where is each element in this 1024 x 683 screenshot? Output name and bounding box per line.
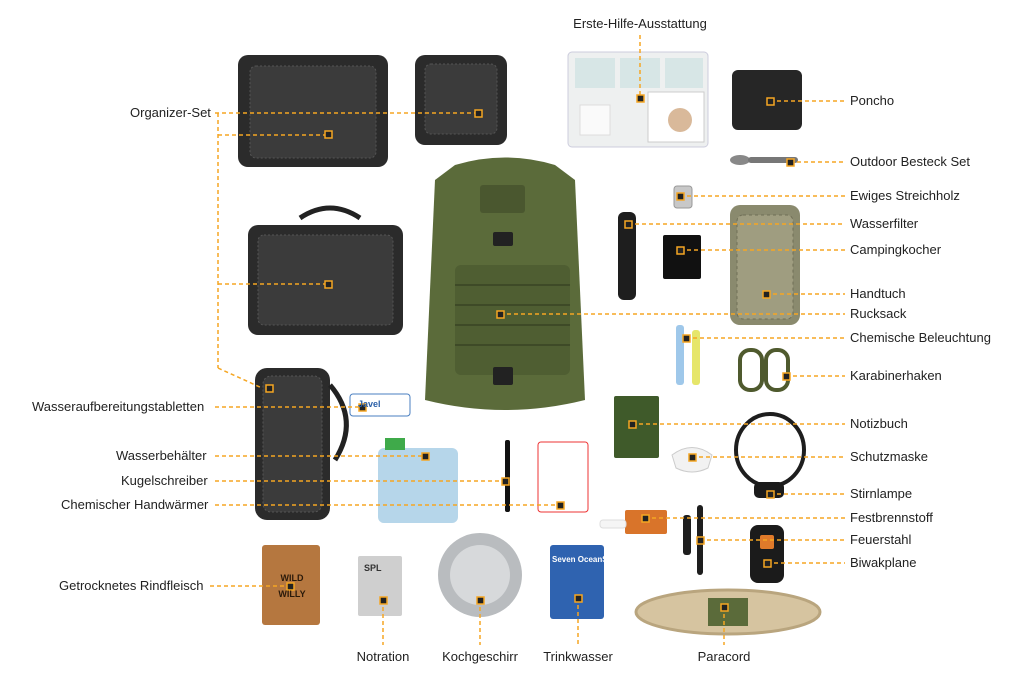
label-karabiner: Karabinerhaken xyxy=(850,368,942,383)
hand-warmer-icon xyxy=(537,441,589,513)
label-kugelschreiber: Kugelschreiber xyxy=(121,473,208,488)
label-organizer: Organizer-Set xyxy=(130,105,211,120)
label-poncho: Poncho xyxy=(850,93,895,108)
water-filter-icon xyxy=(618,212,636,300)
paracord-icon xyxy=(634,588,822,636)
label-trinkwasser: Trinkwasser xyxy=(543,649,613,664)
label-handtuch: Handtuch xyxy=(850,286,906,301)
organizer-pouch-small-icon xyxy=(415,55,507,145)
label-wasseraufbereitung: Wasseraufbereitungstabletten xyxy=(32,399,205,414)
organizer-pouch-large-icon xyxy=(238,55,388,167)
cutlery-icon xyxy=(730,155,798,165)
ration-pack-text: SPL xyxy=(364,563,382,573)
label-notizbuch: Notizbuch xyxy=(850,416,908,431)
organizer-pouch-bag-icon xyxy=(255,368,349,520)
water-pack-text: Seven OceanS xyxy=(552,555,608,564)
pen-icon xyxy=(505,440,510,512)
tarp-logo-icon xyxy=(760,535,774,549)
label-paracord: Paracord xyxy=(697,649,751,664)
label-streichholz: Ewiges Streichholz xyxy=(850,188,960,203)
label-wasserbehaelter: Wasserbehälter xyxy=(116,448,207,463)
lightstick-blue-icon xyxy=(676,325,684,385)
label-campingkocher: Campingkocher xyxy=(850,242,942,257)
label-handwaermer: Chemischer Handwärmer xyxy=(61,497,209,512)
label-feuerstahl: Feuerstahl xyxy=(850,532,912,547)
backpack-icon xyxy=(425,157,585,410)
camping-stove-icon xyxy=(663,235,701,279)
jerky-pack-text: WILD WILLY xyxy=(278,573,306,599)
label-schutzmaske: Schutzmaske xyxy=(850,449,929,464)
label-besteck: Outdoor Besteck Set xyxy=(850,154,970,169)
label-wasserfilter: Wasserfilter xyxy=(850,216,919,231)
label-rucksack: Rucksack xyxy=(850,306,907,321)
label-notration: Notration xyxy=(356,649,410,664)
carabiner-icon xyxy=(738,348,790,392)
label-beleuchtung: Chemische Beleuchtung xyxy=(850,330,991,345)
towel-icon xyxy=(730,205,800,325)
lightstick-yellow-icon xyxy=(692,330,700,385)
javel-pack-text: Javel xyxy=(358,399,381,409)
label-erste-hilfe: Erste-Hilfe-Ausstattung xyxy=(573,16,707,31)
water-pack-icon xyxy=(550,545,604,619)
label-rindfleisch: Getrocknetes Rindfleisch xyxy=(59,578,204,593)
cooking-dish-icon xyxy=(438,533,522,617)
ration-pack-icon xyxy=(358,556,402,616)
first-aid-kit-icon xyxy=(567,51,709,148)
label-kochgeschirr: Kochgeschirr xyxy=(442,649,518,664)
label-biwakplane: Biwakplane xyxy=(850,555,917,570)
label-stirnlampe: Stirnlampe xyxy=(850,486,913,501)
organizer-pouch-medium-icon xyxy=(248,205,403,335)
headlamp-icon xyxy=(734,412,806,498)
label-festbrennstoff: Festbrennstoff xyxy=(850,510,933,525)
